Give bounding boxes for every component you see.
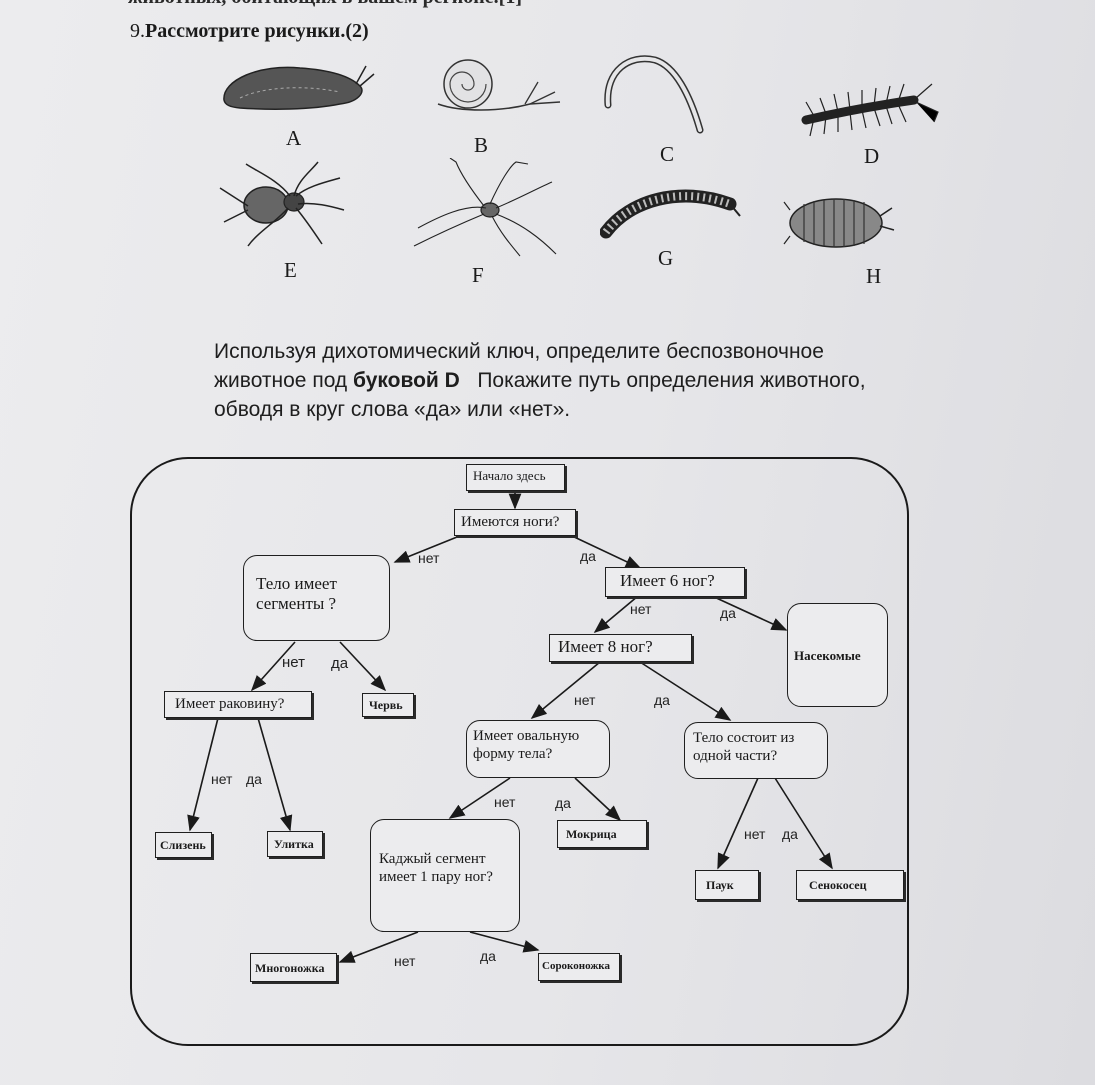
- one-part-box: Тело состоит из одной части?: [684, 722, 828, 779]
- yes-label[interactable]: да: [782, 826, 798, 842]
- no-label[interactable]: нет: [394, 953, 416, 969]
- centipede-icon: [801, 83, 939, 137]
- label-a: A: [286, 126, 302, 150]
- start-box: Начало здесь: [466, 464, 565, 491]
- letter-emphasis: буковой D: [353, 369, 460, 392]
- slug-box: Слизень: [155, 832, 212, 858]
- label-e: E: [284, 258, 297, 282]
- no-label[interactable]: нет: [744, 826, 766, 842]
- label-c: C: [660, 142, 675, 166]
- shell-box: Имеет раковину?: [164, 691, 312, 718]
- pair-of-legs-box: Каджый сегмент имеет 1 пару ног?: [370, 819, 520, 932]
- label-h: H: [866, 264, 882, 288]
- snail-box: Улитка: [267, 831, 323, 857]
- instruction-line-3: обводя в круг слова «да» или «нет».: [214, 398, 571, 421]
- instruction-line-1: Используя дихотомический ключ, определит…: [214, 340, 824, 363]
- slug-icon: [223, 65, 375, 110]
- no-label[interactable]: нет: [282, 654, 305, 671]
- harvestman-box: Сенокосец: [796, 870, 904, 900]
- insects-box: Насекомые: [787, 603, 888, 707]
- key-frame: [130, 457, 909, 1046]
- label-g: G: [658, 246, 674, 270]
- no-label[interactable]: нет: [630, 601, 652, 617]
- yes-label[interactable]: да: [480, 948, 496, 964]
- no-label[interactable]: нет: [211, 771, 233, 787]
- label-f: F: [472, 263, 484, 287]
- millipede-box: Сороконожка: [538, 953, 620, 981]
- worm-icon: [604, 55, 704, 134]
- millipede-icon: [600, 189, 741, 239]
- woodlouse-box: Мокрица: [557, 820, 647, 848]
- task-heading: 9.Рассмотрите рисунки.(2): [130, 20, 369, 43]
- instruction-line-2: животное под буковой D Покажите путь опр…: [214, 369, 866, 392]
- worm-box: Червь: [362, 693, 414, 717]
- six-legs-box: Имеет 6 ног?: [605, 567, 745, 597]
- snail-icon: [437, 59, 561, 111]
- task-number: 9.: [130, 20, 145, 42]
- centipede-box: Многоножка: [250, 953, 337, 982]
- segments-box: Тело имеет сегменты ?: [243, 555, 390, 641]
- yes-label[interactable]: да: [555, 795, 571, 811]
- label-d: D: [864, 144, 880, 168]
- spider-box: Паук: [695, 870, 759, 900]
- no-label[interactable]: нет: [418, 550, 440, 566]
- yes-label[interactable]: да: [720, 605, 736, 621]
- previous-task-fragment: животных, обитающих в вашем регионе.[1]: [128, 0, 522, 9]
- spider-icon: [219, 161, 345, 247]
- oval-body-box: Имеет овальную форму тела?: [466, 720, 610, 778]
- no-label[interactable]: нет: [574, 692, 596, 708]
- yes-label[interactable]: да: [580, 548, 596, 564]
- eight-legs-box: Имеет 8 ног?: [549, 634, 692, 662]
- woodlouse-icon: [783, 198, 895, 248]
- task-title: Рассмотрите рисунки.(2): [145, 20, 369, 42]
- yes-label[interactable]: да: [654, 692, 670, 708]
- label-b: B: [474, 133, 489, 157]
- no-label[interactable]: нет: [494, 794, 516, 810]
- yes-label[interactable]: да: [246, 771, 262, 787]
- harvestman-icon: [413, 158, 557, 257]
- yes-label[interactable]: да: [331, 655, 349, 672]
- has-legs-box: Имеются ноги?: [454, 509, 576, 536]
